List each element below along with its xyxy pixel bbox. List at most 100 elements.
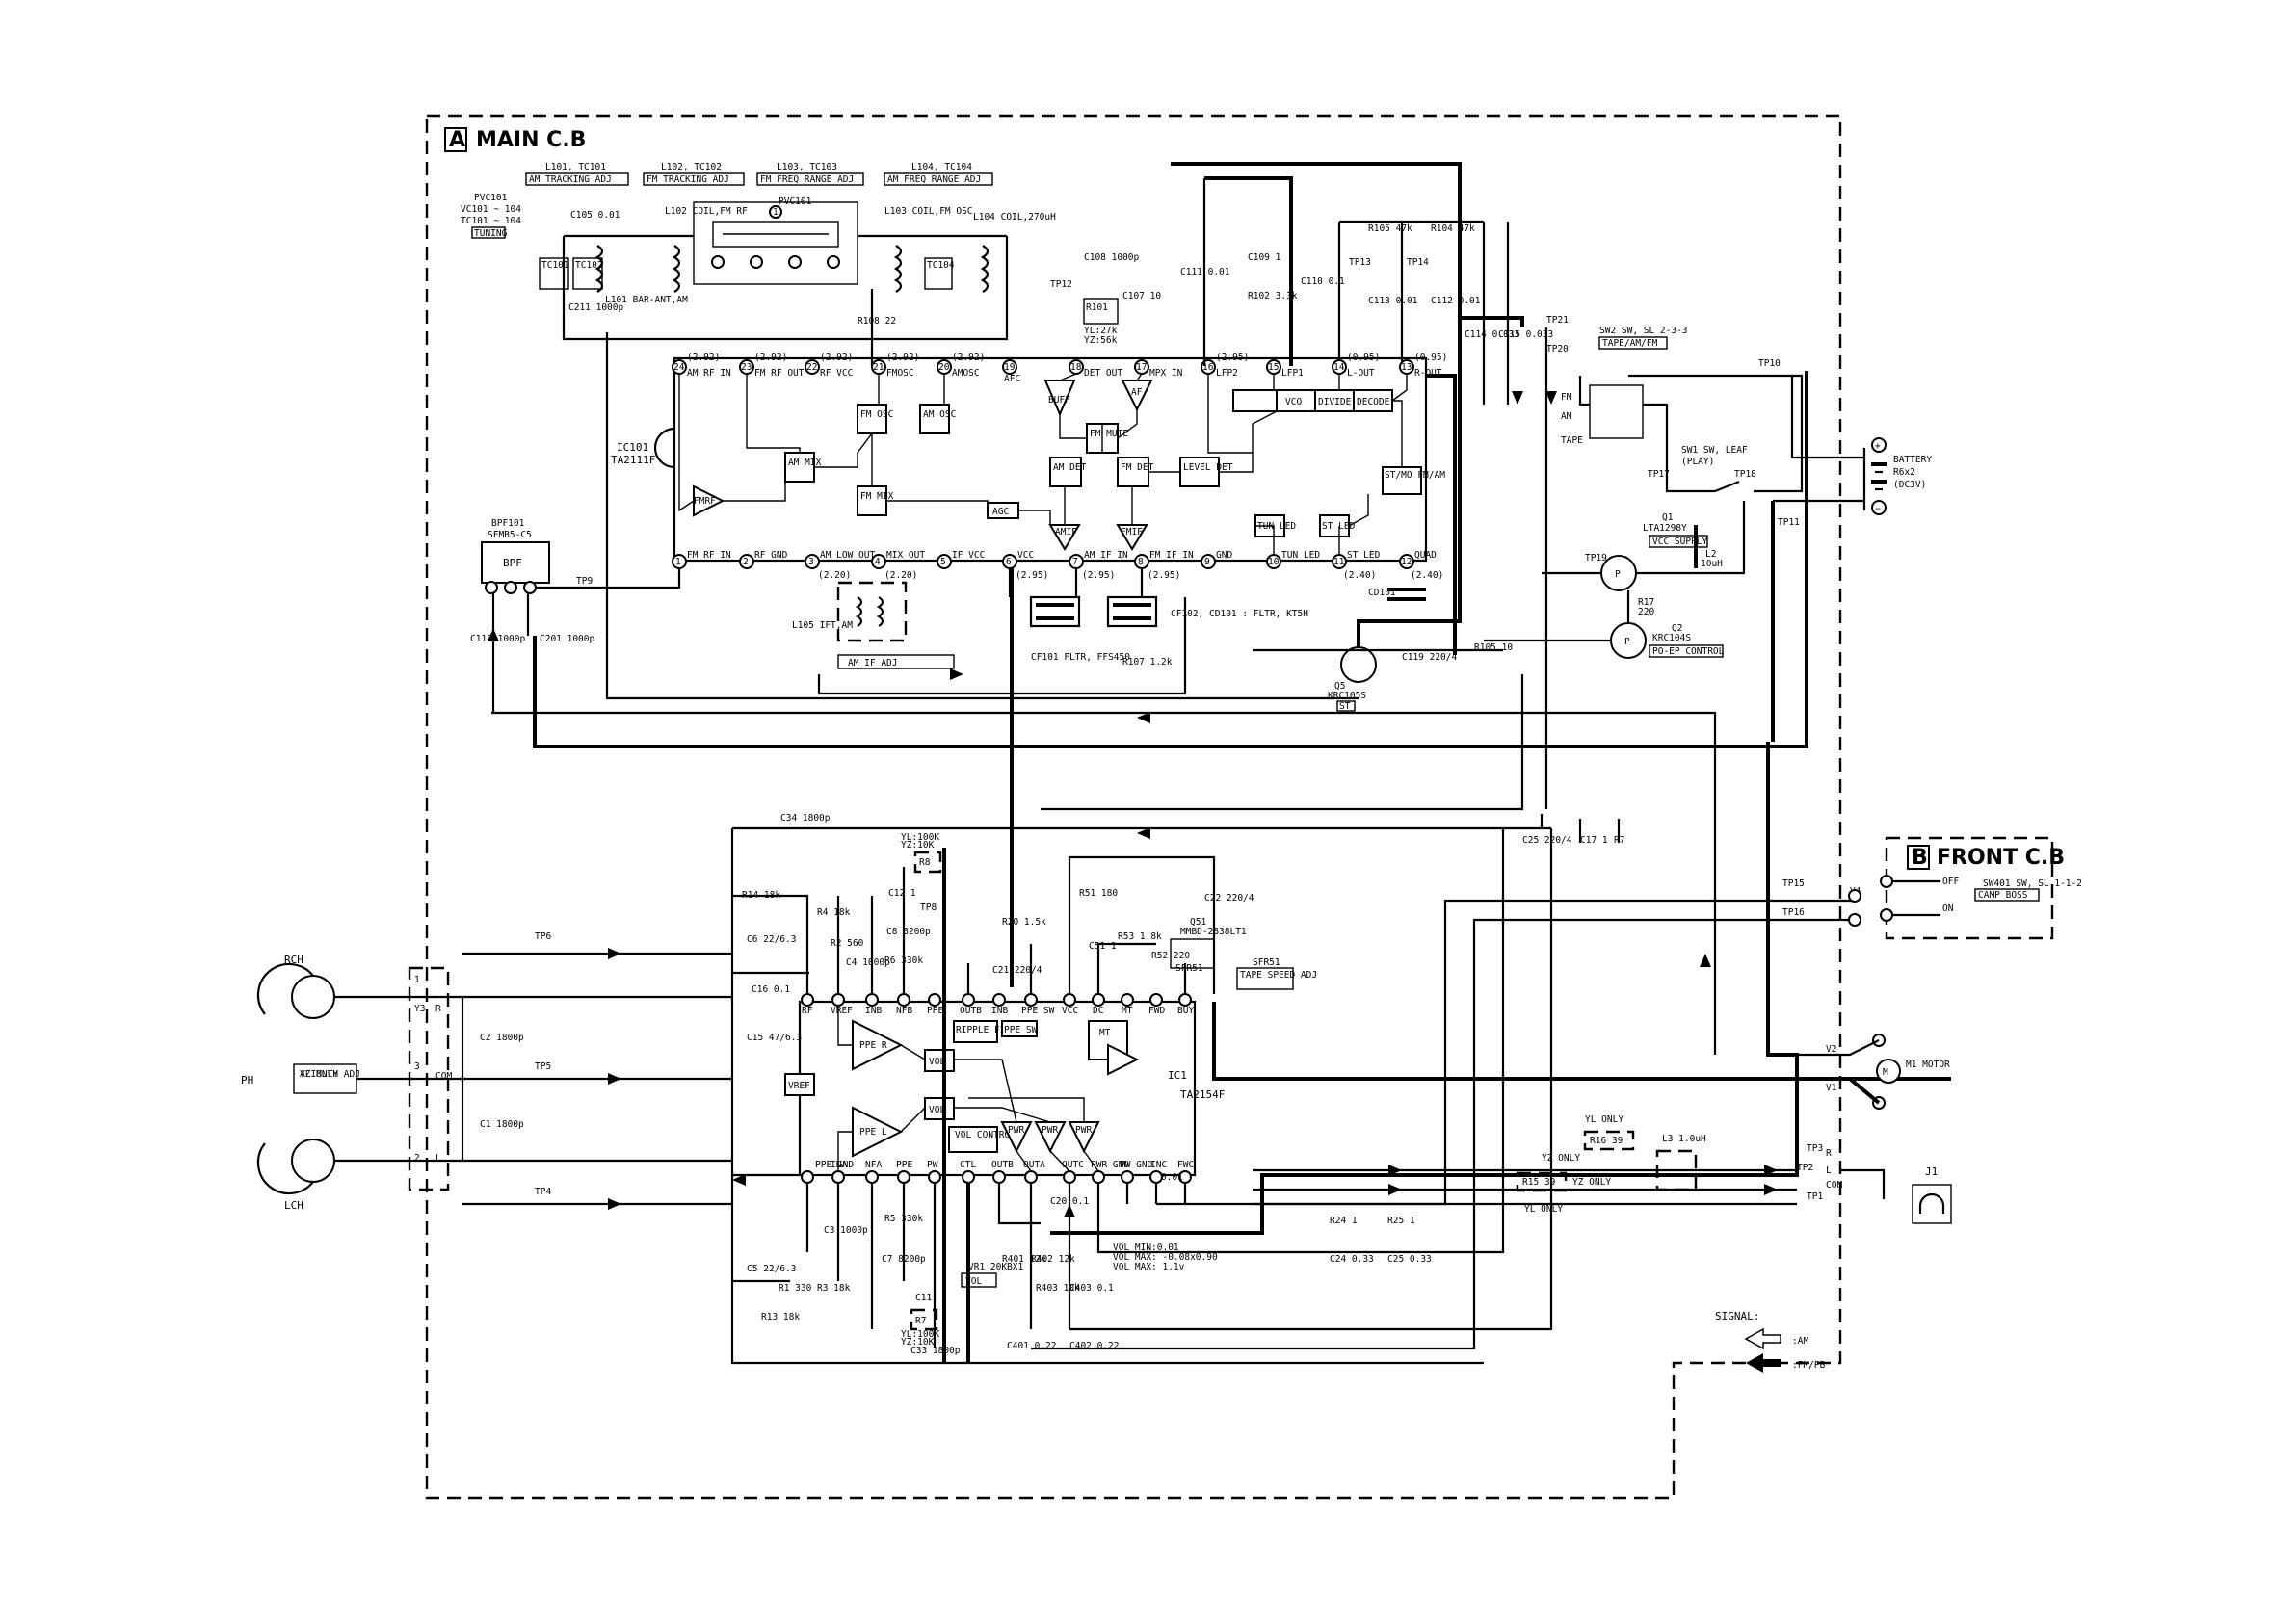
svg-text:ST/MO FM/AM: ST/MO FM/AM xyxy=(1385,470,1445,481)
svg-text:VR1 20KBX1: VR1 20KBX1 xyxy=(968,1262,1023,1272)
svg-text:PPE: PPE xyxy=(927,1006,943,1016)
svg-text:C201 1000p: C201 1000p xyxy=(540,634,594,644)
svg-text:TP2: TP2 xyxy=(1797,1163,1813,1173)
svg-text:C24 0.33: C24 0.33 xyxy=(1330,1254,1374,1265)
svg-text:VOL: VOL xyxy=(965,1276,982,1287)
svg-text:MIX OUT: MIX OUT xyxy=(886,550,925,561)
svg-text:Q51: Q51 xyxy=(1190,917,1206,928)
svg-text:L102 COIL,FM RF: L102 COIL,FM RF xyxy=(665,206,748,217)
svg-text:7: 7 xyxy=(1072,557,1078,567)
coil-wiring: 1 PVC101 TC101 TC102 TC104 C105 0.01 C21… xyxy=(539,196,1056,366)
svg-text:220: 220 xyxy=(1638,607,1654,617)
svg-text:R1 330: R1 330 xyxy=(779,1283,812,1294)
svg-text:INB: INB xyxy=(865,1006,882,1016)
svg-text:LCH: LCH xyxy=(284,1199,303,1212)
svg-text:(DC3V): (DC3V) xyxy=(1893,480,1926,490)
svg-text:BPF: BPF xyxy=(503,557,522,569)
svg-text:2: 2 xyxy=(743,557,749,567)
svg-text:SIGNAL:: SIGNAL: xyxy=(1715,1310,1759,1322)
svg-text:PPE R: PPE R xyxy=(859,1040,887,1051)
cf-section: L105 IFT,AM AM IF ADJ CF101 FLTR, FFS450… xyxy=(792,568,1426,695)
svg-text:SW401 SW, SL 1-1-2: SW401 SW, SL 1-1-2 xyxy=(1983,878,2082,889)
svg-text:TC101 ~ 104: TC101 ~ 104 xyxy=(461,216,521,226)
svg-text:TP11: TP11 xyxy=(1778,517,1800,528)
svg-text:M1 MOTOR: M1 MOTOR xyxy=(1906,1060,1950,1070)
headphone-output: R16 39 YL ONLY R15 39 YL ONLY YZ ONLY YZ… xyxy=(1253,1114,1952,1265)
svg-text:FWD: FWD xyxy=(1148,1006,1165,1016)
svg-text:3: 3 xyxy=(414,1061,420,1072)
svg-text:VCO: VCO xyxy=(1285,397,1302,407)
svg-text:0.01: 0.01 xyxy=(1161,1172,1183,1183)
svg-text:SFMB5-C5: SFMB5-C5 xyxy=(488,530,532,540)
svg-text:BUFF: BUFF xyxy=(1048,395,1070,406)
svg-text:C12 1: C12 1 xyxy=(888,888,916,899)
ic101-pin-13: 13(0.95)R-OUT xyxy=(1399,353,1447,379)
svg-text:+: + xyxy=(1875,441,1881,452)
svg-text:C17 1: C17 1 xyxy=(1580,835,1608,846)
svg-text:1: 1 xyxy=(675,557,681,567)
svg-text:TP18: TP18 xyxy=(1734,469,1756,480)
svg-text:17: 17 xyxy=(1136,362,1147,373)
svg-text:TC104: TC104 xyxy=(927,260,955,271)
svg-text:SW1 SW, LEAF: SW1 SW, LEAF xyxy=(1681,445,1748,456)
svg-text:QUAD: QUAD xyxy=(1414,550,1437,561)
svg-text:C2 1800p: C2 1800p xyxy=(480,1033,524,1043)
svg-text:PVC101: PVC101 xyxy=(779,196,812,207)
svg-text:GND: GND xyxy=(1216,550,1232,561)
svg-text:R2 560: R2 560 xyxy=(831,938,864,949)
svg-text:TAPE: TAPE xyxy=(1561,435,1583,446)
svg-text:FMRF: FMRF xyxy=(694,496,716,507)
svg-text:C16 0.1: C16 0.1 xyxy=(752,984,790,995)
svg-text:AM DET: AM DET xyxy=(1053,462,1087,473)
svg-text:COM: COM xyxy=(1826,1180,1842,1191)
svg-text:TP6: TP6 xyxy=(535,931,551,942)
svg-text:AFC: AFC xyxy=(1004,374,1020,384)
coil-headers: L101, TC101 AM TRACKING ADJ L102, TC102 … xyxy=(525,162,993,186)
svg-text:VREF: VREF xyxy=(788,1081,810,1091)
svg-text:10uH: 10uH xyxy=(1701,559,1723,569)
svg-text:OUTB: OUTB xyxy=(960,1006,982,1016)
svg-text:YZ:10K: YZ:10K xyxy=(901,1337,935,1348)
svg-text:C7 8200p: C7 8200p xyxy=(882,1254,926,1265)
svg-text:6: 6 xyxy=(1006,557,1012,567)
svg-text:R53 1.8k: R53 1.8k xyxy=(1118,931,1162,942)
svg-text:(2.95): (2.95) xyxy=(1216,353,1249,363)
svg-text:(2.92): (2.92) xyxy=(754,353,787,363)
svg-text:C110 0.1: C110 0.1 xyxy=(1301,276,1345,287)
ic101-pin-24: 24(2.92)AM RF IN xyxy=(672,353,731,379)
svg-text:ON: ON xyxy=(1942,903,1954,914)
svg-text:R14 18k: R14 18k xyxy=(742,890,780,901)
svg-text:J1: J1 xyxy=(1925,1165,1938,1178)
svg-text:IC1: IC1 xyxy=(1168,1069,1187,1082)
svg-text:L103 COIL,FM OSC: L103 COIL,FM OSC xyxy=(884,206,973,217)
svg-text:L: L xyxy=(1826,1165,1832,1176)
svg-text:TP17: TP17 xyxy=(1648,469,1670,480)
svg-text:TP4: TP4 xyxy=(535,1187,551,1197)
svg-text:AM LOW OUT: AM LOW OUT xyxy=(820,550,875,561)
svg-text:PPE L: PPE L xyxy=(859,1127,887,1138)
svg-text:TP1: TP1 xyxy=(1807,1191,1823,1202)
svg-text:CTL: CTL xyxy=(960,1160,976,1170)
svg-text:4: 4 xyxy=(875,557,881,567)
svg-text:C402 0.22: C402 0.22 xyxy=(1069,1341,1119,1351)
svg-text:R17: R17 xyxy=(1638,597,1654,608)
svg-text:FMIF: FMIF xyxy=(1121,527,1143,537)
svg-text:(2.40): (2.40) xyxy=(1411,570,1443,581)
svg-text:C403 0.1: C403 0.1 xyxy=(1069,1283,1114,1294)
svg-text:FWC: FWC xyxy=(1177,1160,1194,1170)
svg-text:Q5: Q5 xyxy=(1334,681,1345,692)
svg-text:BATTERY: BATTERY xyxy=(1893,455,1932,465)
svg-text:TC101: TC101 xyxy=(541,260,569,271)
ic101-pin-16: 16(2.95)LFP2 xyxy=(1201,353,1249,379)
svg-text:21: 21 xyxy=(873,362,884,373)
svg-text:FM IF IN: FM IF IN xyxy=(1149,550,1194,561)
svg-text:C34 1800p: C34 1800p xyxy=(780,813,831,824)
svg-text:23: 23 xyxy=(741,362,752,373)
svg-text:YL ONLY: YL ONLY xyxy=(1524,1204,1563,1215)
svg-text:(PLAY): (PLAY) xyxy=(1681,457,1714,467)
svg-text:P: P xyxy=(1615,569,1621,580)
svg-text:AM MIX: AM MIX xyxy=(788,458,822,468)
